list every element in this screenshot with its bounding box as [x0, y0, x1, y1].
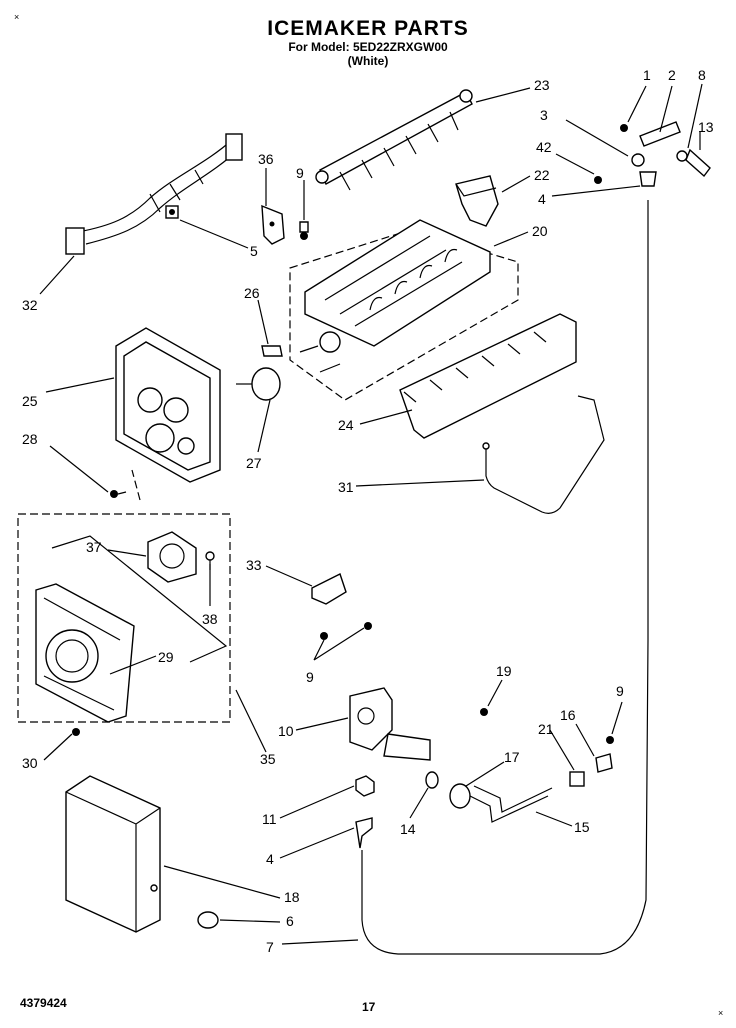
callout-21: 21	[538, 721, 554, 737]
module-leader-29	[51, 535, 228, 663]
callout-15: 15	[574, 819, 590, 835]
callout-3: 3	[540, 107, 548, 123]
screw-9-top	[299, 221, 309, 240]
page-title: ICEMAKER PARTS	[267, 17, 469, 40]
plug-6	[197, 911, 219, 929]
screws-9-mid	[320, 622, 372, 640]
callout-16: 16	[560, 707, 576, 723]
sleeve-21	[569, 771, 585, 787]
doc-number: 4379424	[20, 996, 67, 1010]
washer-14	[425, 771, 439, 789]
harness-clip	[165, 205, 179, 219]
screw-30	[72, 728, 80, 736]
callout-25: 25	[22, 393, 38, 409]
grommet-17	[449, 783, 471, 809]
inlet-fitting	[594, 121, 711, 187]
callout-4-top: 4	[538, 191, 546, 207]
callout-11: 11	[262, 811, 277, 827]
control-housing	[115, 327, 221, 483]
wire-harness	[65, 133, 243, 255]
mold-heater-cap	[236, 367, 281, 401]
callout-33: 33	[246, 557, 262, 573]
callout-30: 30	[22, 755, 38, 771]
clamp-16	[595, 753, 613, 773]
module-dash-link	[131, 469, 141, 501]
callout-17: 17	[504, 749, 520, 765]
callout-29: 29	[158, 649, 174, 665]
fill-cup	[455, 175, 499, 227]
ejector-assembly	[315, 89, 473, 191]
drive-motor	[147, 531, 197, 583]
callout-37: 37	[86, 539, 102, 555]
callout-10: 10	[278, 723, 294, 739]
callout-23: 23	[534, 77, 550, 93]
nut-11	[355, 775, 375, 797]
callout-20: 20	[532, 223, 548, 239]
callout-31: 31	[338, 479, 354, 495]
callout-5: 5	[250, 243, 258, 259]
callout-6: 6	[286, 913, 294, 929]
inlet-tube	[469, 785, 553, 823]
callout-26: 26	[244, 285, 260, 301]
page-number: 17	[362, 1000, 376, 1014]
callout-32: 32	[22, 297, 38, 313]
callout-14: 14	[400, 821, 416, 837]
ferrule-4-bottom	[355, 817, 373, 849]
leader-lines	[39, 83, 703, 945]
callout-35: 35	[260, 751, 276, 767]
callout-36: 36	[258, 151, 274, 167]
callout-24: 24	[338, 417, 354, 433]
corner-mark-bottom: ×	[718, 1008, 724, 1018]
callout-19: 19	[496, 663, 512, 679]
callout-42: 42	[536, 139, 552, 155]
mounting-bracket	[261, 204, 285, 245]
callout-1: 1	[643, 67, 651, 83]
color-line: (White)	[347, 54, 389, 68]
screw-19	[480, 708, 488, 716]
callout-38: 38	[202, 611, 218, 627]
callout-labels: 1 2 8 3 13 42 22 4 23 36 9 20 5 32 26 25…	[22, 67, 714, 955]
control-module	[35, 583, 135, 723]
fill-tube	[361, 200, 649, 955]
ice-mold	[299, 219, 491, 373]
callout-7: 7	[266, 939, 274, 955]
mold-shelf	[399, 313, 577, 439]
shutoff-arm	[482, 395, 605, 514]
callout-27: 27	[246, 455, 262, 471]
model-line: For Model: 5ED22ZRXGW00	[288, 40, 448, 54]
callout-4-bottom: 4	[266, 851, 274, 867]
callout-9-right: 9	[616, 683, 624, 699]
corner-mark-top: ×	[14, 12, 20, 22]
screw-9-right	[606, 736, 614, 744]
callout-18: 18	[284, 889, 300, 905]
callout-8: 8	[698, 67, 706, 83]
callout-2: 2	[668, 67, 676, 83]
callout-9-mid: 9	[306, 669, 314, 685]
title-block: ICEMAKER PARTS For Model: 5ED22ZRXGW00 (…	[0, 17, 736, 69]
screw-28	[110, 490, 127, 498]
cover-18	[65, 775, 161, 933]
callout-28: 28	[22, 431, 38, 447]
callout-22: 22	[534, 167, 550, 183]
valve-bracket	[311, 573, 347, 605]
thermostat-clip	[261, 345, 283, 357]
water-valve	[349, 687, 431, 761]
module-kit-outline	[17, 513, 231, 723]
callout-13: 13	[698, 119, 714, 135]
callout-9-top: 9	[296, 165, 304, 181]
